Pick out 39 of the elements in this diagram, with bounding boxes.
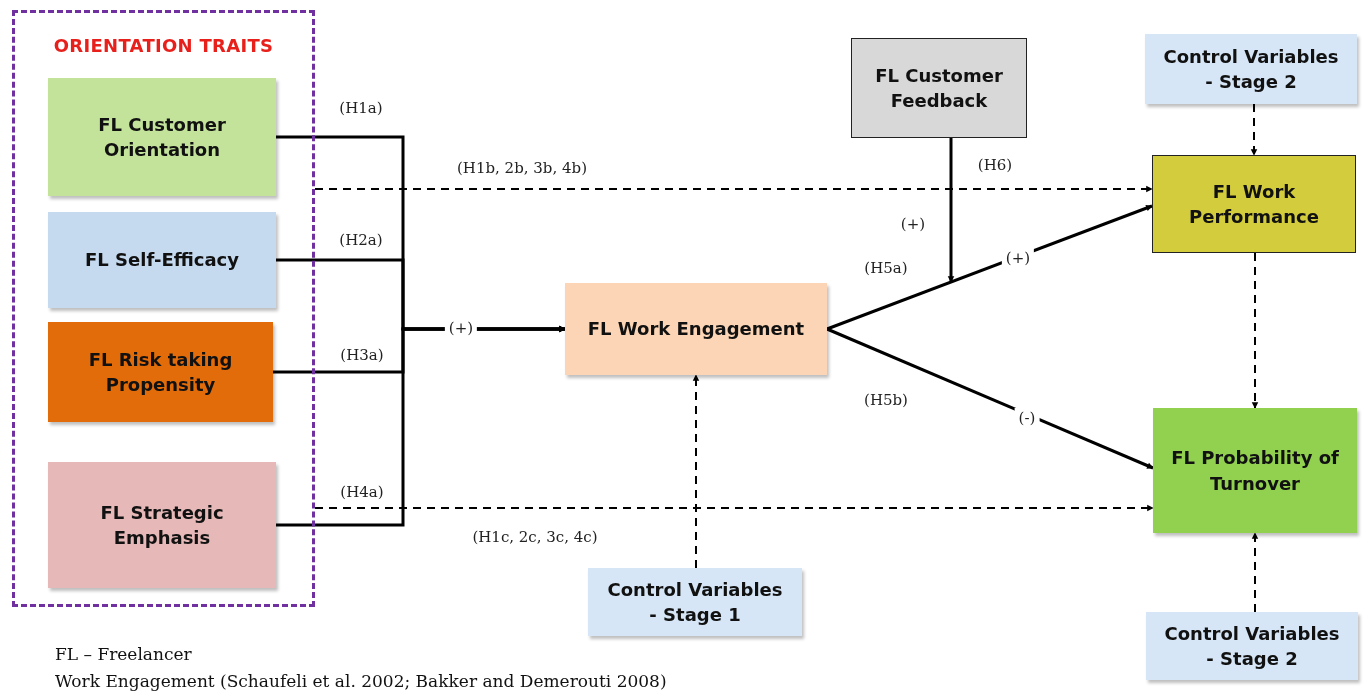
- edge-label: (-): [1014, 408, 1040, 428]
- node-label: FL Customer Orientation: [97, 112, 227, 162]
- node-label: FL Strategic Emphasis: [99, 500, 225, 550]
- outcome-box: [1153, 408, 1357, 533]
- trait-box: [48, 78, 276, 196]
- node-label: FL Customer Feedback: [874, 63, 1004, 113]
- node-label: Control Variables - Stage 1: [606, 577, 784, 627]
- group-frame: [12, 10, 315, 607]
- control-box: [588, 568, 802, 636]
- node-label: FL Work Engagement: [587, 317, 805, 342]
- node-label: FL Work Performance: [1188, 179, 1320, 229]
- moderator-box: [851, 38, 1027, 138]
- group-title: ORIENTATION TRAITS: [52, 35, 275, 56]
- arrow: [826, 204, 1153, 331]
- arrow: [947, 138, 955, 283]
- path-sign-label: (+): [444, 318, 478, 338]
- process-box: [565, 283, 827, 375]
- arrow: [1250, 103, 1258, 156]
- node-label: FL Probability of Turnover: [1170, 446, 1340, 496]
- node-label: Control Variables - Stage 2: [1163, 621, 1341, 671]
- node-label: Control Variables - Stage 2: [1162, 44, 1340, 94]
- trait-box: [48, 212, 276, 308]
- arrow: [276, 325, 566, 527]
- footnote: FL – Freelancer: [55, 644, 192, 664]
- control-box: [1145, 34, 1357, 104]
- trait-box: [48, 322, 273, 422]
- trait-box: [48, 462, 276, 588]
- node-label: FL Risk taking Propensity: [87, 347, 234, 397]
- arrow: [314, 185, 1153, 193]
- outcome-box: [1152, 155, 1356, 253]
- arrow: [1251, 532, 1259, 613]
- arrow: [314, 504, 1154, 512]
- node-label: FL Self-Efficacy: [85, 248, 239, 273]
- edge-label: (+): [1001, 248, 1035, 268]
- footnote: Work Engagement (Schaufeli et al. 2002; Bakker and Demerouti 2008): [55, 671, 667, 691]
- arrow: [826, 327, 1154, 470]
- control-box: [1146, 612, 1358, 680]
- arrow: [692, 374, 700, 569]
- arrow: [1251, 252, 1259, 409]
